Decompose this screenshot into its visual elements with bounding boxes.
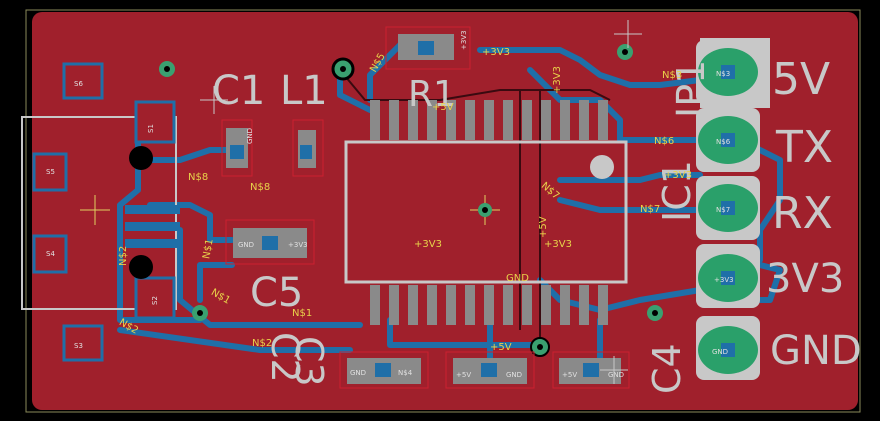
pad-label: GND — [506, 371, 522, 379]
label-s4: S4 — [46, 250, 55, 258]
label-ic1: IC1 — [655, 160, 699, 222]
label-c5: C5 — [250, 270, 303, 316]
pad-label: N$6 — [716, 138, 731, 146]
pad-label: GND — [712, 348, 728, 356]
pad-label: +5V — [562, 371, 577, 379]
pad-label: +3V3 — [714, 276, 734, 284]
label-s1: S1 — [147, 124, 155, 133]
label-jp1: JP1 — [669, 60, 713, 120]
header-label-tx: TX — [775, 122, 833, 173]
vias — [159, 44, 663, 357]
pad-label: GND — [238, 241, 254, 249]
net-label: +3V3 — [414, 239, 442, 250]
net-label: N$8 — [188, 172, 208, 183]
net-label: +3V3 — [482, 47, 510, 58]
header-label-gnd: GND — [770, 328, 862, 374]
label-l1: L1 — [280, 68, 328, 114]
label-s5: S5 — [46, 168, 55, 176]
net-label: +3V3 — [552, 66, 563, 94]
header-label-3v3: 3V3 — [766, 256, 844, 302]
board-outline — [25, 9, 861, 413]
header-label-rx: RX — [772, 188, 833, 239]
smd-components — [221, 26, 630, 389]
net-label: N$2 — [252, 338, 272, 349]
net-label: N$2 — [118, 246, 129, 266]
label-c2: C2 — [263, 332, 307, 383]
pad-label: N$3 — [716, 70, 730, 78]
net-label: GND — [246, 128, 254, 144]
net-label: N$1 — [292, 308, 312, 319]
net-label: N$3 — [662, 70, 682, 81]
net-label: +5V — [490, 342, 512, 353]
net-label: GND — [506, 273, 529, 284]
net-label: +3V3 — [460, 30, 468, 50]
ic1-pin1-marker — [590, 155, 614, 179]
connector-pads — [32, 62, 176, 362]
net-label: N$8 — [250, 182, 270, 193]
net-label: +5V — [432, 102, 454, 113]
ic1-pins-top — [370, 100, 608, 140]
net-label: +3V3 — [544, 239, 572, 250]
net-label: +3V3 — [664, 170, 692, 181]
label-s3: S3 — [74, 342, 83, 350]
label-c3: C3 — [287, 336, 331, 387]
net-label: N$1 — [201, 238, 215, 260]
label-c1: C1 — [212, 68, 265, 114]
net-label: N$7 — [640, 204, 660, 215]
net-label: +5V — [538, 216, 549, 238]
net-label: N$6 — [654, 136, 674, 147]
jp1-header[interactable] — [696, 38, 770, 380]
pad-label: GND — [608, 371, 624, 379]
label-s6: S6 — [74, 80, 83, 88]
ic1-body-outline[interactable] — [344, 140, 628, 284]
label-r1: R1 — [408, 74, 456, 115]
header-label-5v: 5V — [772, 54, 830, 105]
pad-label: GND — [350, 369, 366, 377]
label-s2: S2 — [151, 296, 159, 305]
origin-markers — [200, 20, 642, 384]
mount-hole-bottom — [129, 255, 153, 279]
ic1-pins-bottom — [370, 285, 608, 325]
pad-label: N$7 — [716, 206, 730, 214]
mount-hole-top — [129, 146, 153, 170]
label-c4: C4 — [645, 343, 689, 394]
pad-label: +3V3 — [288, 241, 308, 249]
pad-label: N$4 — [398, 369, 413, 377]
pad-label: +5V — [456, 371, 471, 379]
top-traces — [339, 69, 611, 340]
